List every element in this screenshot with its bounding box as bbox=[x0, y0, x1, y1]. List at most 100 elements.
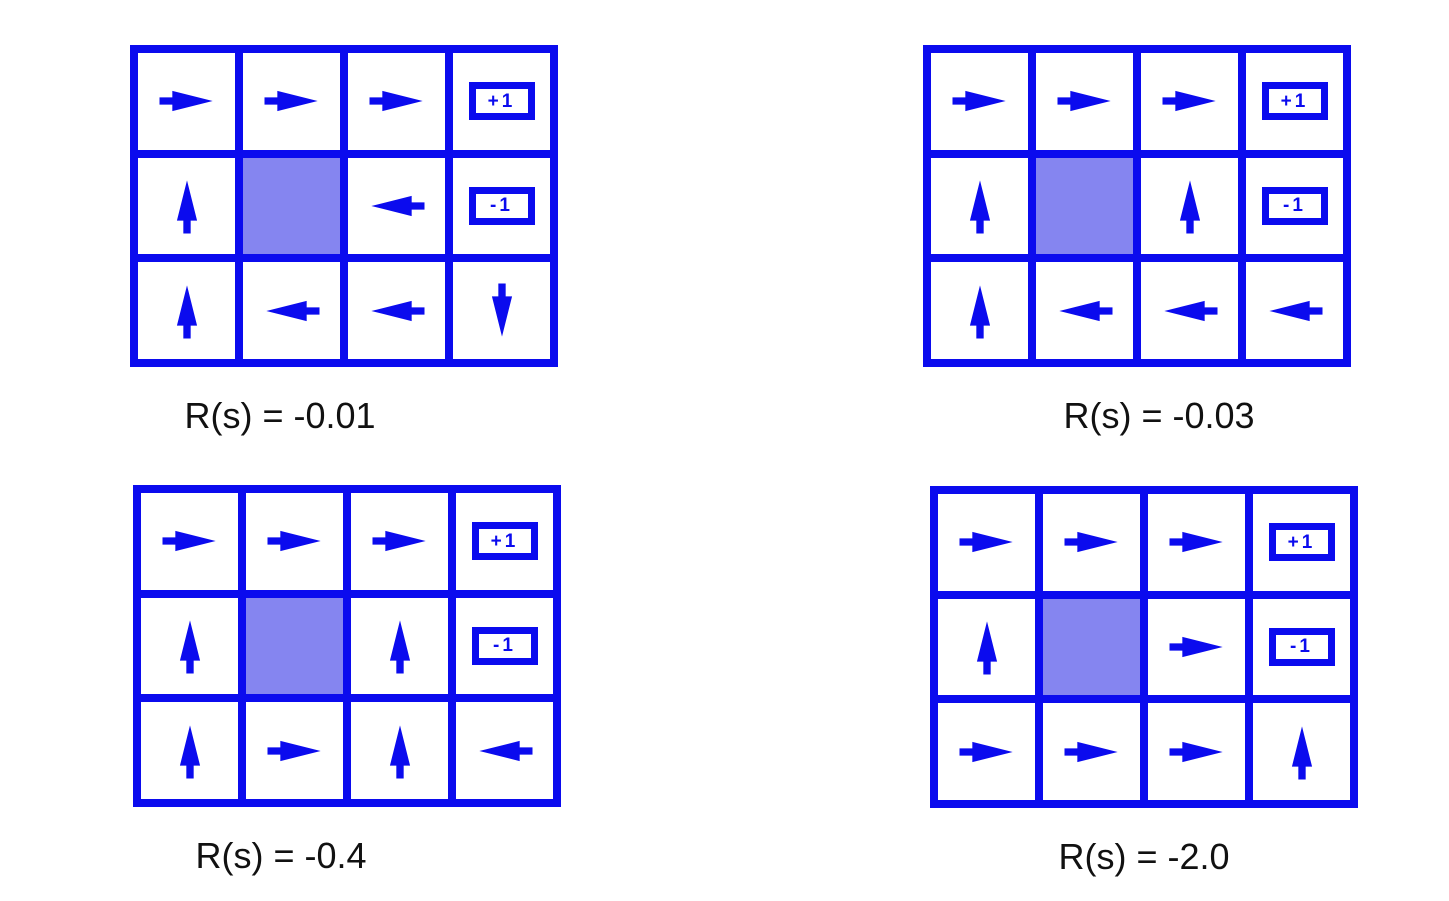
grid-cell-r1c2 bbox=[246, 493, 343, 590]
arrow-up-icon bbox=[179, 724, 200, 779]
arrow-up-icon bbox=[389, 620, 410, 674]
policy-grid-top-right: +1 -1 bbox=[923, 45, 1351, 367]
grid-cell-r3c3 bbox=[351, 702, 448, 799]
reward-caption: R(s) = -0.01 bbox=[184, 395, 376, 436]
grid-cell-r1c1 bbox=[931, 53, 1028, 150]
arrow-right-icon bbox=[1169, 636, 1223, 658]
grid-cell-r3c1 bbox=[938, 703, 1035, 800]
arrow-up-icon bbox=[179, 620, 200, 674]
reward-caption: R(s) = -0.03 bbox=[1063, 395, 1255, 436]
grid-cell-r1c4: +1 bbox=[1246, 53, 1343, 150]
grid-cell-r1c3 bbox=[348, 53, 445, 150]
terminal-plus-one: +1 bbox=[1261, 82, 1328, 121]
policy-grid-block-bottom-right: +1 -1 R(s) = -2.0 bbox=[930, 486, 1358, 877]
grid-cell-r1c1 bbox=[141, 493, 238, 590]
grid-cell-r1c4: +1 bbox=[1253, 494, 1350, 591]
grid-cell-r2c1 bbox=[138, 157, 235, 255]
terminal-minus-one: -1 bbox=[468, 186, 535, 225]
arrow-up-icon bbox=[176, 180, 197, 234]
grid-cell-r2c3 bbox=[1141, 157, 1238, 255]
grid-cell-r2c4: -1 bbox=[453, 157, 550, 255]
grid-cell-r1c1 bbox=[938, 494, 1035, 591]
arrow-right-icon bbox=[959, 741, 1013, 762]
grid-cell-r3c2 bbox=[246, 702, 343, 799]
arrow-up-icon bbox=[1179, 180, 1200, 234]
grid-cell-r1c2 bbox=[243, 53, 340, 150]
arrow-right-icon bbox=[1169, 532, 1223, 553]
arrow-up-icon bbox=[1291, 725, 1312, 780]
grid-cell-r1c1 bbox=[138, 53, 235, 150]
grid-cell-r1c4: +1 bbox=[453, 53, 550, 150]
arrow-down-icon bbox=[491, 283, 512, 337]
reward-caption: R(s) = -2.0 bbox=[1058, 836, 1230, 877]
grid-cell-r1c2 bbox=[1043, 494, 1140, 591]
terminal-minus-one: -1 bbox=[1261, 186, 1328, 225]
arrow-right-icon bbox=[267, 740, 321, 761]
grid-cell-r2c1 bbox=[931, 157, 1028, 255]
grid-cell-r2c1 bbox=[141, 597, 238, 695]
grid-cell-r1c3 bbox=[1141, 53, 1238, 150]
arrow-right-icon bbox=[1169, 741, 1223, 762]
policy-grid-bottom-right: +1 -1 bbox=[930, 486, 1358, 808]
arrow-left-icon bbox=[265, 300, 319, 321]
grid-cell-r3c1 bbox=[141, 702, 238, 799]
arrow-left-icon bbox=[478, 740, 532, 761]
grid-cell-r3c4 bbox=[453, 262, 550, 359]
grid-cell-blocked bbox=[1043, 598, 1140, 696]
arrow-right-icon bbox=[162, 531, 216, 552]
grid-cell-r2c4: -1 bbox=[456, 597, 553, 695]
arrow-left-icon bbox=[1058, 300, 1112, 321]
arrow-right-icon bbox=[959, 532, 1013, 553]
grid-cell-blocked bbox=[246, 597, 343, 695]
grid-cell-r3c1 bbox=[138, 262, 235, 359]
policy-grid-block-bottom-left: +1 -1 R(s) = -0.4 bbox=[133, 485, 561, 876]
grid-cell-r2c3 bbox=[351, 597, 448, 695]
terminal-minus-one: -1 bbox=[1268, 627, 1335, 666]
reward-caption: R(s) = -0.4 bbox=[195, 835, 367, 876]
terminal-plus-one: +1 bbox=[468, 82, 535, 121]
arrow-up-icon bbox=[176, 284, 197, 339]
grid-cell-r3c4 bbox=[1253, 703, 1350, 800]
arrow-left-icon bbox=[370, 195, 424, 217]
policy-grid-bottom-left: +1 -1 bbox=[133, 485, 561, 807]
terminal-plus-one: +1 bbox=[471, 522, 538, 561]
arrow-right-icon bbox=[952, 91, 1006, 112]
grid-cell-r2c1 bbox=[938, 598, 1035, 696]
grid-cell-r1c4: +1 bbox=[456, 493, 553, 590]
grid-cell-r3c2 bbox=[243, 262, 340, 359]
arrow-right-icon bbox=[369, 91, 423, 112]
grid-cell-r3c3 bbox=[348, 262, 445, 359]
grid-cell-blocked bbox=[243, 157, 340, 255]
arrow-right-icon bbox=[1057, 91, 1111, 112]
grid-cell-r2c4: -1 bbox=[1253, 598, 1350, 696]
grid-cell-r1c2 bbox=[1036, 53, 1133, 150]
arrow-up-icon bbox=[389, 724, 410, 779]
grid-cell-r2c3 bbox=[348, 157, 445, 255]
grid-cell-r3c2 bbox=[1043, 703, 1140, 800]
arrow-right-icon bbox=[1064, 741, 1118, 762]
grid-cell-r1c3 bbox=[351, 493, 448, 590]
grid-cell-r3c2 bbox=[1036, 262, 1133, 359]
arrow-up-icon bbox=[969, 180, 990, 234]
arrow-up-icon bbox=[976, 621, 997, 675]
grid-cell-blocked bbox=[1036, 157, 1133, 255]
policy-grid-block-top-left: +1 -1 R(s) = -0.01 bbox=[130, 45, 558, 436]
terminal-plus-one: +1 bbox=[1268, 523, 1335, 562]
grid-cell-r2c3 bbox=[1148, 598, 1245, 696]
grid-cell-r3c3 bbox=[1148, 703, 1245, 800]
arrow-right-icon bbox=[1162, 91, 1216, 112]
grid-cell-r3c4 bbox=[1246, 262, 1343, 359]
grid-cell-r3c4 bbox=[456, 702, 553, 799]
arrow-right-icon bbox=[264, 91, 318, 112]
arrow-right-icon bbox=[159, 91, 213, 112]
grid-cell-r3c1 bbox=[931, 262, 1028, 359]
grid-cell-r3c3 bbox=[1141, 262, 1238, 359]
arrow-left-icon bbox=[1268, 300, 1322, 321]
arrow-left-icon bbox=[1163, 300, 1217, 321]
grid-cell-r2c4: -1 bbox=[1246, 157, 1343, 255]
terminal-minus-one: -1 bbox=[471, 626, 538, 665]
policy-grid-block-top-right: +1 -1 R(s) = -0.03 bbox=[923, 45, 1351, 436]
arrow-right-icon bbox=[267, 531, 321, 552]
arrow-right-icon bbox=[1064, 532, 1118, 553]
